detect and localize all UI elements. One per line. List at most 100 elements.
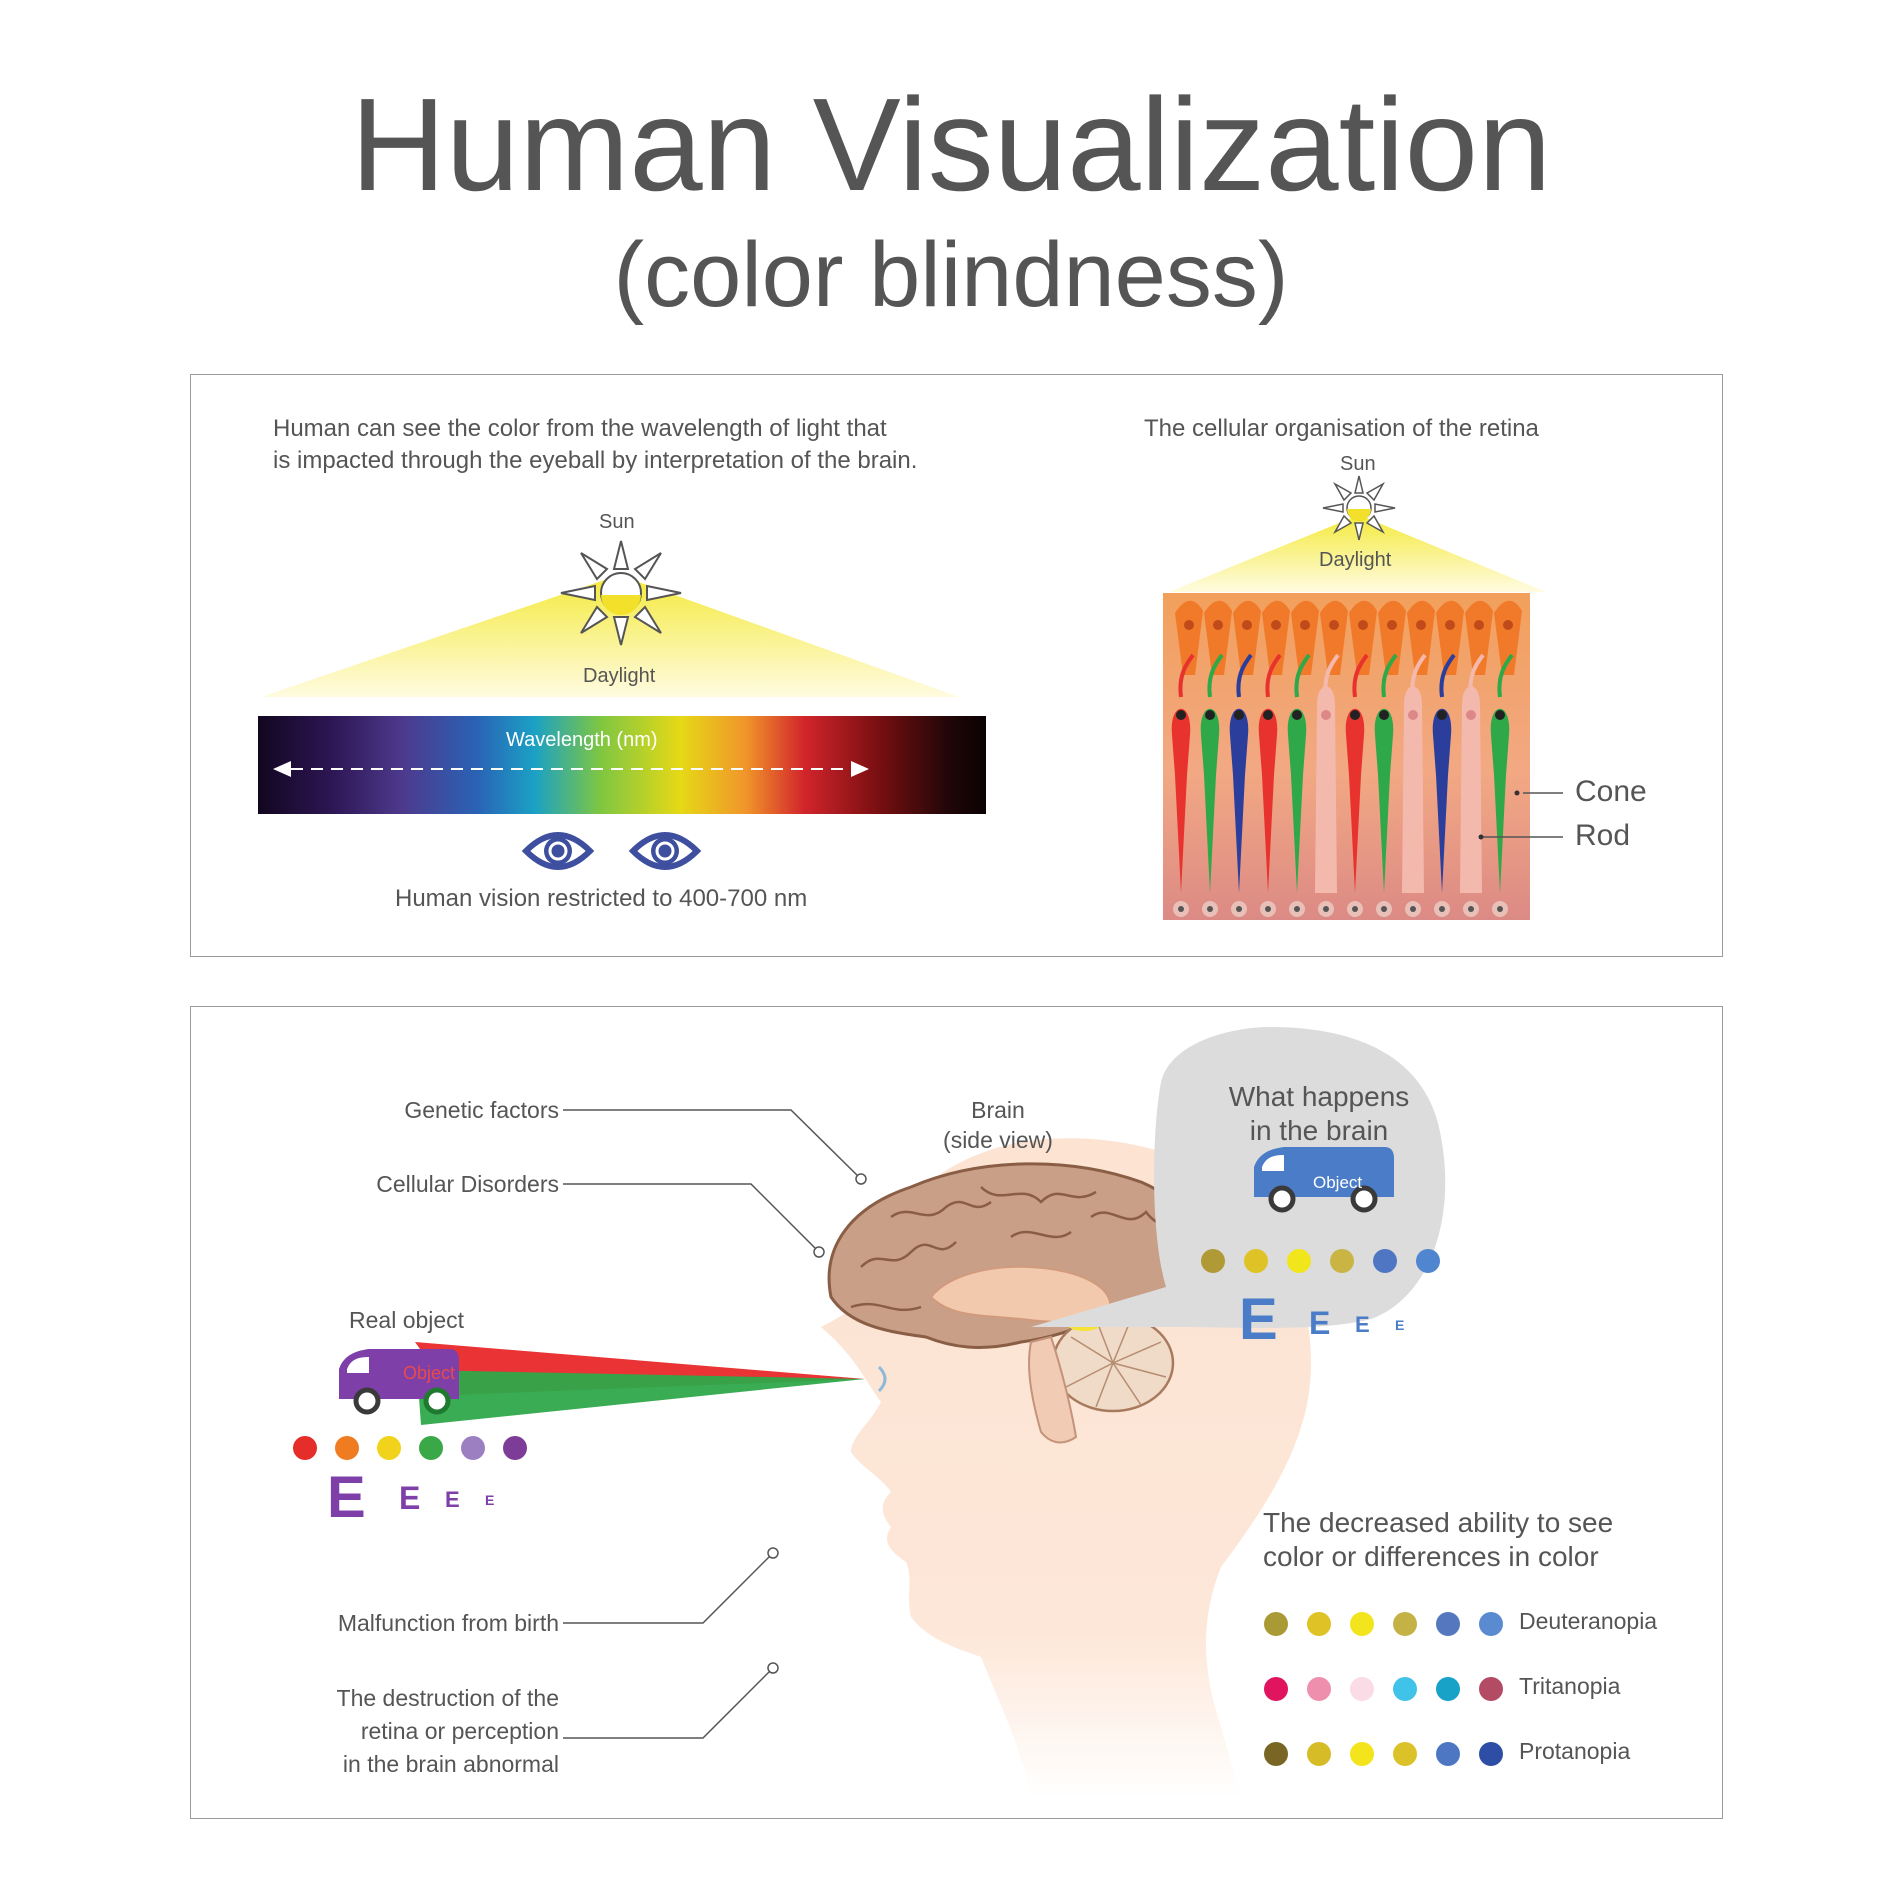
bubble-title-line-1: What happens: [1228, 1081, 1410, 1112]
brainstem: [1028, 1335, 1078, 1444]
color-dot: [1264, 1677, 1288, 1701]
arrow-right-icon: [851, 761, 869, 777]
color-dot: [1416, 1249, 1440, 1273]
cell-base-core: [1439, 906, 1445, 912]
sun-icon: [560, 540, 682, 646]
protanopia-label: Protanopia: [1519, 1738, 1631, 1764]
color-dot: [1201, 1249, 1225, 1273]
cell-nucleus: [1387, 620, 1397, 630]
cell-dendrite: [1236, 653, 1253, 698]
intro-line-2: is impacted through the eyeball by inter…: [273, 447, 918, 474]
cell-base-core: [1497, 906, 1503, 912]
cone-cell: [1258, 708, 1278, 893]
cell-nucleus: [1350, 710, 1360, 720]
cell-dendrite: [1439, 653, 1456, 698]
color-dot: [1436, 1677, 1460, 1701]
cell-dendrite: [1410, 653, 1427, 698]
color-dot: [1393, 1742, 1417, 1766]
tritanopia-label: Tritanopia: [1519, 1673, 1621, 1699]
daylight-label: Daylight: [583, 665, 656, 687]
color-dot: [377, 1436, 401, 1460]
cone-cell: [1200, 708, 1220, 893]
color-dot: [1330, 1249, 1354, 1273]
brain-object-van-icon: [1254, 1147, 1394, 1213]
color-dot: [461, 1436, 485, 1460]
sun-label: Sun: [599, 511, 635, 533]
cone-cell: [1171, 708, 1191, 893]
cone-cell: [1287, 708, 1307, 893]
cell-nucleus: [1503, 620, 1513, 630]
page-subtitle: (color blindness): [613, 224, 1289, 326]
cell-dendrite: [1381, 653, 1398, 698]
cone-cell: [1432, 708, 1452, 893]
rod-cell: [1315, 686, 1337, 893]
retina-sun-label: Sun: [1340, 453, 1376, 475]
intro-line-1: Human can see the color from the wavelen…: [273, 415, 887, 442]
deuteranopia-label: Deuteranopia: [1519, 1608, 1658, 1634]
real-object-van-label: Object: [403, 1363, 455, 1383]
color-dot: [503, 1436, 527, 1460]
retina-daylight-beam: [1169, 515, 1546, 592]
destruction-line-3: in the brain abnormal: [342, 1751, 559, 1777]
cell-nucleus: [1184, 620, 1194, 630]
color-dot: [1373, 1249, 1397, 1273]
retina-title: The cellular organisation of the retina: [1144, 415, 1539, 442]
panel1-graphics: [258, 475, 1563, 920]
retina-cells: [1171, 600, 1522, 917]
cell-base-core: [1236, 906, 1242, 912]
cell-base-core: [1207, 906, 1213, 912]
color-dot: [1350, 1677, 1374, 1701]
ganglion-cell: [1262, 600, 1290, 675]
brain-dots: [1201, 1249, 1440, 1273]
malfunction-label: Malfunction from birth: [337, 1610, 559, 1636]
color-dot: [1436, 1612, 1460, 1636]
cell-dendrite: [1207, 653, 1224, 698]
color-blindness-dots: [1264, 1612, 1503, 1766]
cell-nucleus: [1329, 620, 1339, 630]
arrow-left-icon: [273, 761, 291, 777]
color-dot: [293, 1436, 317, 1460]
bubble-title-line-2: in the brain: [1249, 1115, 1389, 1146]
color-dot: [1287, 1249, 1311, 1273]
cell-nucleus: [1205, 710, 1215, 720]
cell-dendrite: [1323, 653, 1340, 698]
cell-nucleus: [1242, 620, 1252, 630]
cell-nucleus: [1358, 620, 1368, 630]
rod-cell: [1402, 686, 1424, 893]
rod-cell: [1460, 686, 1482, 893]
cell-nucleus: [1234, 710, 1244, 720]
ganglion-cell: [1233, 600, 1261, 675]
destruction-line-1: The destruction of the: [336, 1685, 559, 1711]
ganglion-cell: [1349, 600, 1377, 675]
cell-nucleus: [1213, 620, 1223, 630]
brain-label-line-1: Brain: [971, 1097, 1025, 1123]
retina-daylight-label: Daylight: [1319, 549, 1392, 571]
color-dot: [1244, 1249, 1268, 1273]
wavelength-label: Wavelength (nm): [506, 729, 658, 751]
eye-icon: [521, 832, 595, 870]
cell-nucleus: [1466, 710, 1476, 720]
leader-endpoints: [767, 1173, 867, 1674]
ganglion-cell: [1465, 600, 1493, 675]
cone-cell: [1374, 708, 1394, 893]
cell-nucleus: [1437, 710, 1447, 720]
real-object-dots: [293, 1436, 527, 1460]
brain-letter-e-medium: E: [1309, 1305, 1330, 1341]
cell-nucleus: [1300, 620, 1310, 630]
cone-pointer-dot: [1514, 790, 1520, 796]
letter-e-medium: E: [399, 1480, 420, 1516]
cone-label: Cone: [1575, 775, 1647, 808]
color-dot: [1393, 1677, 1417, 1701]
cell-nucleus: [1416, 620, 1426, 630]
cell-base-core: [1265, 906, 1271, 912]
cell-base-core: [1410, 906, 1416, 912]
ganglion-cell: [1204, 600, 1232, 675]
color-dot: [1264, 1742, 1288, 1766]
destruction-line-2: retina or perception: [360, 1718, 559, 1744]
cell-nucleus: [1495, 710, 1505, 720]
cell-base-core: [1323, 906, 1329, 912]
cell-base-core: [1381, 906, 1387, 912]
rod-pointer-dot: [1478, 834, 1484, 840]
color-dot: [419, 1436, 443, 1460]
color-dot: [1264, 1612, 1288, 1636]
